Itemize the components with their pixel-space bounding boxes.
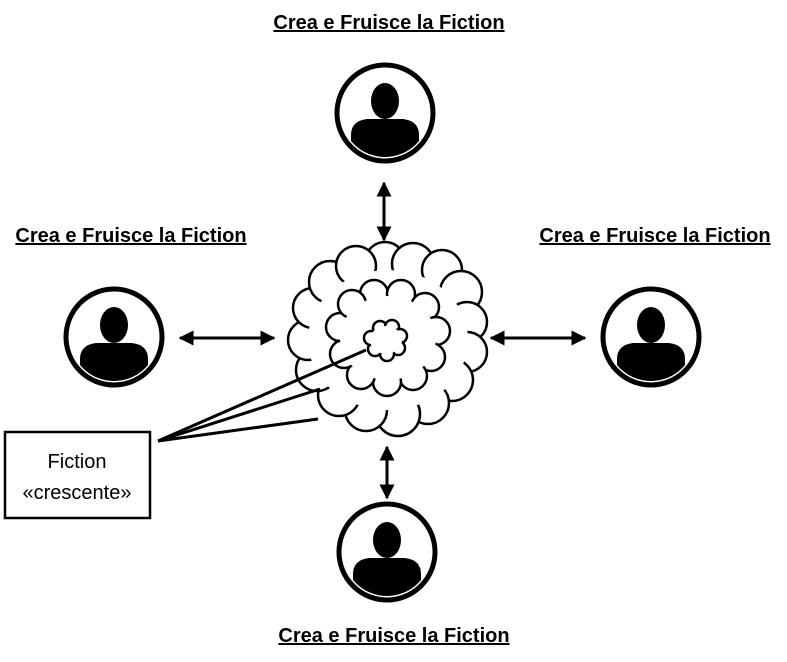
fiction-cloud-icon xyxy=(286,240,489,438)
inner-cloud xyxy=(362,318,409,363)
top-user-icon xyxy=(334,62,436,164)
callout-line-1: Fiction xyxy=(48,451,107,473)
top-participant-label: Crea e Fruisce la Fiction xyxy=(273,12,504,34)
bottom-user-icon xyxy=(336,501,438,603)
left-user-icon xyxy=(63,286,165,388)
callout-line-2: «crescente» xyxy=(23,482,132,504)
bottom-participant-label: Crea e Fruisce la Fiction xyxy=(278,625,509,647)
right-user-icon xyxy=(600,286,702,388)
right-participant-label: Crea e Fruisce la Fiction xyxy=(539,225,770,247)
left-participant-label: Crea e Fruisce la Fiction xyxy=(15,225,246,247)
callout-lines xyxy=(157,348,367,443)
fiction-callout-box: Fiction «crescente» xyxy=(3,430,152,520)
